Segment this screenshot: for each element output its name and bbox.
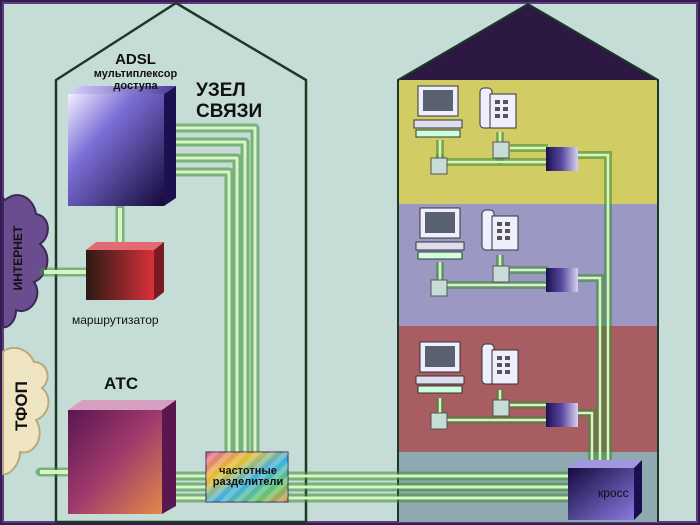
wall-outlets [430, 141, 510, 430]
adsl-sublabel-line-2: доступа [113, 80, 158, 92]
frequency-splitters [205, 451, 289, 503]
node-title: УЗЕЛ СВЯЗИ [196, 80, 262, 122]
trunk-cables [288, 474, 570, 500]
telephone-icon [481, 343, 519, 385]
splitters-label: частотные разделители [208, 466, 288, 488]
filter-box-floor-2 [546, 268, 578, 292]
node-title-line-1: УЗЕЛ [196, 80, 246, 101]
splitters-label-line-1: частотные [219, 465, 277, 477]
computer-icon [415, 341, 465, 394]
ats-label: АТС [104, 374, 139, 393]
router-cables [44, 208, 122, 274]
socket-icon [430, 157, 448, 175]
ats-to-splitter-cables [172, 474, 208, 500]
socket-icon [492, 265, 510, 283]
socket-icon [492, 399, 510, 417]
router [86, 242, 164, 300]
tfop-cloud [2, 346, 50, 476]
adsl-sublabel: мультиплексор доступа [78, 68, 193, 92]
floor-wiring [438, 132, 610, 462]
adsl-dslam [68, 86, 176, 206]
telephone-icon [479, 87, 517, 129]
node-title-line-2: СВЯЗИ [196, 101, 263, 122]
computer-icon [415, 207, 465, 260]
cross-label: кросс [598, 486, 629, 500]
telephone-icon [481, 209, 519, 251]
socket-icon [430, 412, 448, 430]
filter-box-floor-3 [546, 403, 578, 427]
router-label: маршрутизатор [72, 313, 159, 327]
tfop-label: ТФОП [12, 381, 31, 431]
cross-connect [568, 460, 642, 520]
adsl-label: ADSL [115, 51, 156, 68]
adsl-to-splitter-cables [165, 126, 257, 470]
computer-icon [413, 85, 463, 138]
splitters-label-line-2: разделители [212, 476, 284, 488]
ats-exchange [68, 400, 176, 514]
adsl-sublabel-line-1: мультиплексор [93, 68, 178, 80]
socket-icon [430, 279, 448, 297]
filter-box-floor-1 [546, 147, 578, 171]
socket-icon [492, 141, 510, 159]
internet-label: ИНТЕРНЕТ [11, 225, 25, 291]
